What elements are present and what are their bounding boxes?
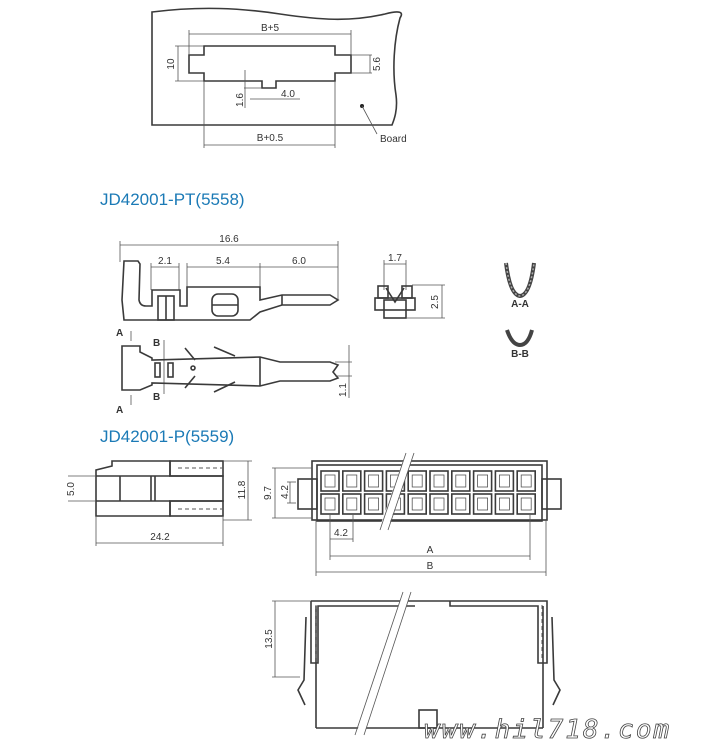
cavity-inner: [411, 497, 423, 511]
section-b-mark-top: B: [153, 338, 160, 349]
cavity-inner: [368, 497, 380, 511]
cavity-inner: [498, 497, 510, 511]
cavity-inner: [324, 497, 336, 511]
dim-tab-width: 4.0: [281, 89, 295, 100]
housing-cavity: [363, 493, 384, 515]
dim-b: B: [427, 561, 434, 572]
housing-cavity: [450, 493, 471, 515]
housing-title: JD42001-P(5559): [100, 427, 234, 446]
board-slot: [188, 45, 352, 89]
watermark: www.hil718.com: [424, 715, 671, 745]
dim-side-height: 5.0: [66, 482, 77, 496]
cavity-inner: [455, 497, 467, 511]
housing-cavity: [341, 493, 362, 515]
dim-tip: 6.0: [292, 256, 306, 267]
dim-front-height: 2.5: [430, 295, 441, 309]
dim-depth: 13.5: [264, 629, 275, 649]
dim-pitch-vertical: 4.2: [280, 485, 291, 499]
housing-cavity: [429, 493, 449, 515]
dim-front-width: 1.7: [388, 253, 402, 264]
dim-slot-height: 10: [166, 58, 177, 70]
housing-cavity: [494, 493, 515, 515]
terminal-front-view: 1.7 2.5: [374, 253, 445, 319]
cavity-inner: [477, 474, 489, 488]
section-b-mark-bottom: B: [153, 392, 160, 403]
board-cutout-view: B+5 10 5.6 1.6 4.0 B+0.5 Board: [151, 7, 407, 148]
terminal-sections: A-A B-B: [504, 262, 536, 360]
dim-tab-height: 1.6: [235, 93, 246, 107]
housing-cavity: [407, 493, 428, 515]
cavity-inner: [498, 474, 510, 488]
section-aa-label: A-A: [511, 299, 529, 310]
terminal-title: JD42001-PT(5558): [100, 190, 245, 209]
housing-cavity: [429, 470, 449, 492]
board-outline: [151, 7, 403, 126]
section-a-mark-top: A: [116, 328, 123, 339]
housing-front-view: 9.7 4.2 4.2 A B: [263, 451, 562, 576]
housing-cavity: [516, 493, 537, 515]
cavity-inner: [346, 474, 358, 488]
housing-cavity: [472, 470, 493, 492]
housing-cavity: [472, 493, 493, 515]
dim-side-total: 11.8: [237, 480, 248, 499]
cavity-inner: [433, 497, 445, 511]
housing-cavity: [516, 470, 537, 492]
housing-cavity: [450, 470, 471, 492]
terminal-side-view: 16.6 2.1 5.4 6.0: [119, 234, 340, 321]
cavity-inner: [520, 474, 532, 488]
section-a-mark-bottom: A: [116, 405, 123, 416]
dim-pitch-horizontal: 4.2: [334, 528, 348, 539]
dim-b-plus-5: B+5: [261, 23, 280, 34]
board-label: Board: [380, 134, 407, 145]
cavity-inner: [477, 497, 489, 511]
housing-bottom-view: 13.5: [264, 590, 561, 737]
housing-cavity: [363, 470, 384, 492]
cavity-inner: [324, 474, 336, 488]
dim-front-height: 9.7: [263, 486, 274, 500]
dim-body: 5.4: [216, 256, 230, 267]
cavity-inner: [455, 474, 467, 488]
terminal-top-view: A A B B 1.1: [116, 328, 352, 416]
cavity-inner: [433, 474, 445, 488]
cavity-inner: [346, 497, 358, 511]
housing-side-view: 5.0 11.8 24.2: [66, 460, 252, 546]
housing-cavity: [320, 470, 340, 492]
section-bb-label: B-B: [511, 349, 529, 360]
dim-tip-width: 1.1: [338, 383, 349, 397]
housing-cavity: [320, 493, 340, 515]
cavity-inner: [520, 497, 532, 511]
cavity-inner: [411, 474, 423, 488]
dim-crimp: 2.1: [158, 256, 172, 267]
dim-a: A: [427, 545, 434, 556]
dim-side-length: 24.2: [150, 532, 170, 543]
housing-cavity: [341, 470, 362, 492]
housing-cavity: [407, 470, 428, 492]
housing-cavity: [494, 470, 515, 492]
cavity-inner: [368, 474, 380, 488]
dim-terminal-length: 16.6: [219, 234, 239, 245]
dim-notch-height: 5.6: [372, 57, 383, 71]
dim-b-plus-0-5: B+0.5: [257, 133, 284, 144]
